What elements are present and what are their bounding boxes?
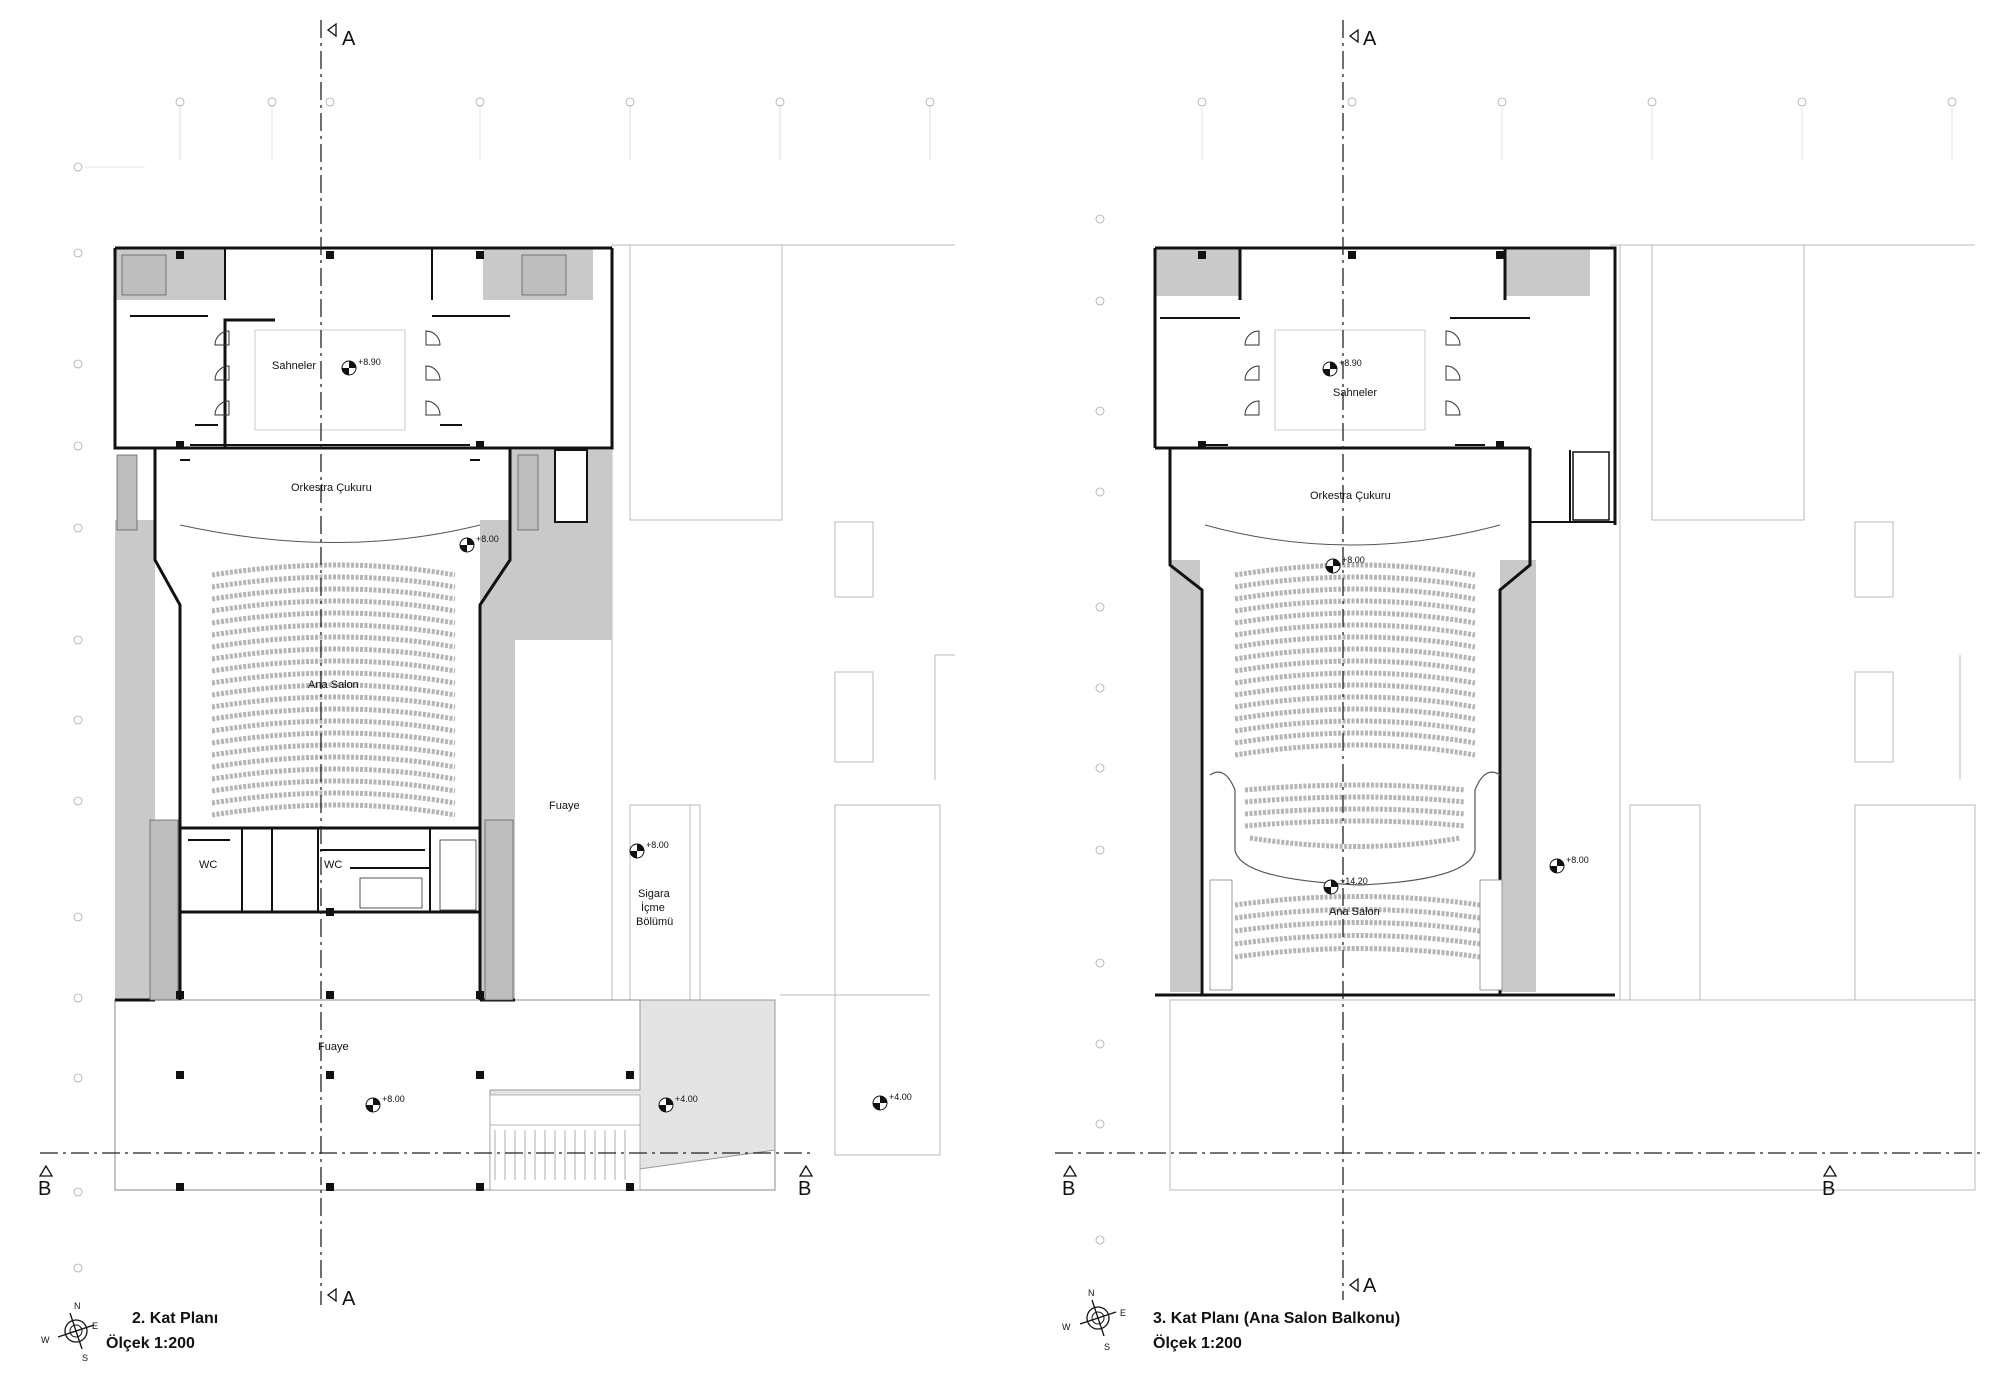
label-sigara-1: Sigara xyxy=(638,888,671,900)
label-sigara-2: İçme xyxy=(641,901,665,914)
section-markers: A A B B xyxy=(38,22,814,1310)
columns-2 xyxy=(1198,251,1504,449)
seating-rows-2 xyxy=(1234,562,1476,758)
level-markers: +8.90 +8.00 +8.00 +8.00 +4.00 +4.00 xyxy=(341,357,912,1113)
label-wc-2: WC xyxy=(324,859,342,871)
level-ramp: +4.00 xyxy=(675,1094,698,1104)
section-b-left-2: B xyxy=(1062,1178,1075,1200)
level-outside: +4.00 xyxy=(889,1092,912,1102)
label-sigara-3: Bölümü xyxy=(636,916,673,928)
room-labels: Sahneler Orkestra Çukuru Ana Salon Fuaye… xyxy=(199,360,673,1053)
room-labels-2: Sahneler Orkestra Çukuru Ana Salon xyxy=(1310,387,1391,918)
stage-doors-2 xyxy=(1244,329,1461,431)
wall-segments-2 xyxy=(1160,317,1615,523)
label-sahneler-2: Sahneler xyxy=(1333,387,1377,399)
section-a-bottom: A xyxy=(342,1288,356,1310)
label-ana-salon-2: Ana Salon xyxy=(1329,906,1380,918)
plan-scale-2: Ölçek 1:200 xyxy=(1153,1333,1242,1352)
grid-columns xyxy=(179,105,931,160)
balcony-stairs xyxy=(1209,879,1503,991)
plan-2nd-floor: Sahneler Orkestra Çukuru Ana Salon Fuaye… xyxy=(38,20,955,1363)
section-markers-2: A A B B xyxy=(1062,28,1838,1297)
level-balkon: +14.20 xyxy=(1340,876,1368,886)
grid-bubbles xyxy=(73,97,935,1273)
plan-scale-1: Ölçek 1:200 xyxy=(106,1333,195,1352)
compass-w: W xyxy=(41,1335,50,1345)
plan-title-1: 2. Kat Planı xyxy=(132,1310,218,1327)
label-sahneler: Sahneler xyxy=(272,360,316,372)
stage-doors xyxy=(214,329,441,431)
label-orkestra-2: Orkestra Çukuru xyxy=(1310,490,1391,502)
level-salon-2: +8.00 xyxy=(1342,555,1365,565)
adjacent-outline-2 xyxy=(1169,244,1976,1191)
compass-e-2: E xyxy=(1120,1308,1126,1318)
orchestra-pit-edge xyxy=(179,524,481,543)
level-sahne-2: +8.90 xyxy=(1339,358,1362,368)
service-hatch-2 xyxy=(1155,248,1590,992)
plan-title-2: 3. Kat Planı (Ana Salon Balkonu) xyxy=(1153,1310,1400,1327)
stair-treads xyxy=(490,1124,640,1180)
section-a-top: A xyxy=(342,28,356,50)
compass-icon: N E S W xyxy=(41,1301,98,1363)
section-a-bottom-2: A xyxy=(1363,1275,1377,1297)
compass-s: S xyxy=(82,1353,88,1363)
main-walls-2 xyxy=(1153,246,1617,997)
section-b-right-2: B xyxy=(1822,1178,1835,1200)
level-sigara: +8.00 xyxy=(646,840,669,850)
label-fuaye-bottom: Fuaye xyxy=(318,1041,349,1053)
compass-n: N xyxy=(74,1301,81,1311)
section-lines-2 xyxy=(1055,20,1980,1300)
section-b-right: B xyxy=(798,1178,811,1200)
compass-e: E xyxy=(92,1321,98,1331)
plan-3rd-floor: Sahneler Orkestra Çukuru Ana Salon +8.90… xyxy=(1055,20,1980,1352)
section-b-left: B xyxy=(38,1178,51,1200)
seating-rows xyxy=(211,562,456,818)
wall-segments xyxy=(130,248,510,912)
level-side-2: +8.00 xyxy=(1566,855,1589,865)
compass-w-2: W xyxy=(1062,1322,1071,1332)
label-orkestra: Orkestra Çukuru xyxy=(291,482,372,494)
level-fuaye: +8.00 xyxy=(382,1094,405,1104)
orchestra-pit-edge-2 xyxy=(1204,524,1501,546)
compass-s-2: S xyxy=(1104,1342,1110,1352)
lift-2 xyxy=(1572,451,1610,521)
compass-icon-2: N E S W xyxy=(1062,1288,1126,1352)
label-wc-1: WC xyxy=(199,859,217,871)
level-salon: +8.00 xyxy=(476,534,499,544)
label-ana-salon: Ana Salon xyxy=(308,679,359,691)
level-sahne: +8.90 xyxy=(358,357,381,367)
balcony-seats xyxy=(1234,782,1481,960)
grid-columns-2 xyxy=(1201,108,1953,160)
label-fuaye-side: Fuaye xyxy=(549,800,580,812)
section-a-top-2: A xyxy=(1363,28,1377,50)
section-lines xyxy=(40,20,810,1305)
compass-n-2: N xyxy=(1088,1288,1095,1298)
level-markers-2: +8.90 +8.00 +14.20 +8.00 xyxy=(1322,358,1589,895)
